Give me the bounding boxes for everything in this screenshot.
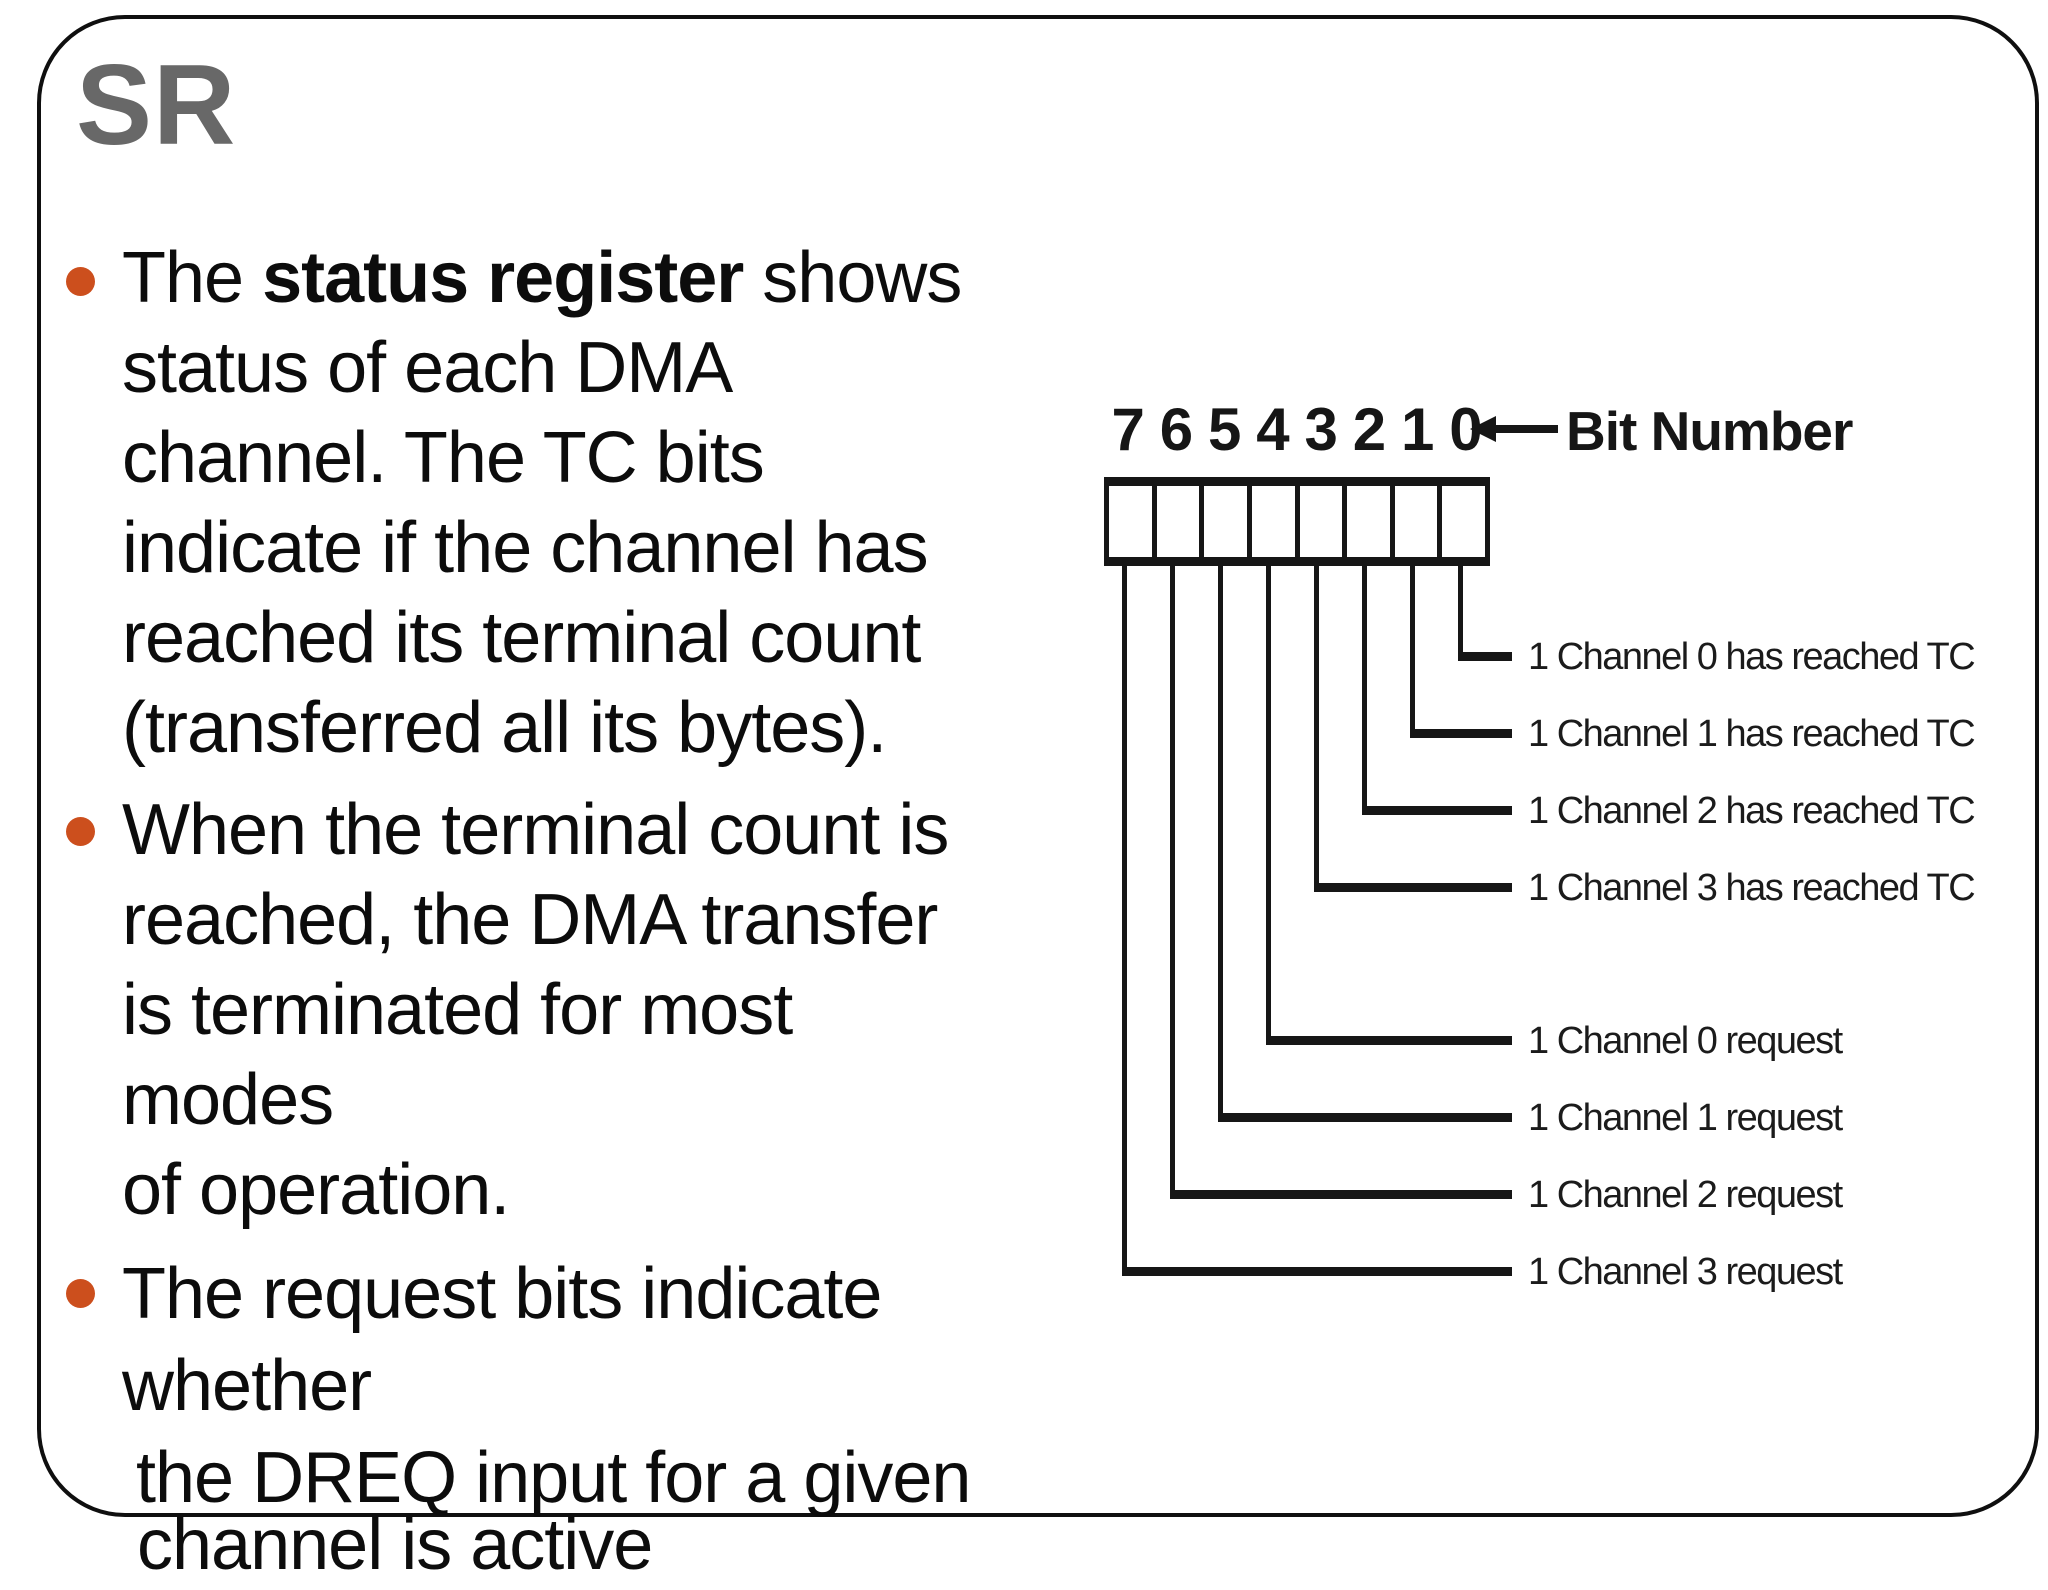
arrow-shaft xyxy=(1494,425,1558,433)
connector-bit0-vertical xyxy=(1458,566,1463,661)
bullet-paragraph-3: The request bits indicate whether the DR… xyxy=(122,1248,971,1524)
page-title: SR xyxy=(76,42,237,169)
bullet2-line3: is terminated for most xyxy=(122,970,793,1050)
bullet1-line2: status of each DMA xyxy=(122,328,733,408)
bullet1-line3: channel. The TC bits xyxy=(122,418,765,498)
left-arrow-icon xyxy=(1470,416,1496,442)
bullet-paragraph-1: The status register shows status of each… xyxy=(122,233,962,773)
connector-bit4-horizontal xyxy=(1266,1036,1512,1045)
bit-number-7: 7 xyxy=(1111,396,1145,463)
slide-page: { "slide": { "title": "SR", "accent_colo… xyxy=(37,15,2039,1585)
connector-bit2-horizontal xyxy=(1362,806,1512,815)
label-channel2-request: 1 Channel 2 request xyxy=(1528,1174,1843,1216)
register-cell-1 xyxy=(1395,486,1443,557)
register-cell-7 xyxy=(1109,486,1157,557)
label-channel1-request: 1 Channel 1 request xyxy=(1528,1097,1843,1139)
connector-bit1-horizontal xyxy=(1410,729,1512,738)
bullet3-line2: whether xyxy=(122,1346,372,1426)
label-channel2-tc: 1 Channel 2 has reached TC xyxy=(1528,790,1976,832)
bullet1-line6: (transferred all its bytes). xyxy=(122,688,887,768)
register-cell-3 xyxy=(1300,486,1348,557)
slide-border xyxy=(37,15,2039,1517)
bit-number-3: 3 xyxy=(1304,396,1338,463)
bit-number-1: 1 xyxy=(1400,396,1435,463)
bullet-dot xyxy=(66,817,95,846)
connector-bit0-horizontal xyxy=(1458,652,1512,661)
bullet-dot xyxy=(66,1279,95,1308)
connector-bit6-horizontal xyxy=(1170,1190,1512,1199)
connector-bit4-vertical xyxy=(1266,566,1271,1045)
label-channel3-request: 1 Channel 3 request xyxy=(1528,1251,1843,1293)
register-cell-2 xyxy=(1347,486,1395,557)
connector-bit6-vertical xyxy=(1170,566,1175,1199)
bit-number-caption: Bit Number xyxy=(1566,400,1853,462)
bullet1-line1-prefix: The xyxy=(122,238,263,318)
label-channel0-tc: 1 Channel 0 has reached TC xyxy=(1528,636,1976,678)
register-cell-5 xyxy=(1204,486,1252,557)
label-channel1-tc: 1 Channel 1 has reached TC xyxy=(1528,713,1976,755)
bullet2-line4: modes xyxy=(122,1060,334,1140)
bullet2-line1: When the terminal count is xyxy=(122,790,949,870)
connector-bit1-vertical xyxy=(1410,566,1415,738)
register-cell-0 xyxy=(1442,486,1485,557)
connector-bit7-vertical xyxy=(1122,566,1127,1276)
register-box xyxy=(1104,477,1490,566)
bullet1-line5: reached its terminal count xyxy=(122,598,921,678)
bit-number-6: 6 xyxy=(1159,396,1194,463)
label-channel3-tc: 1 Channel 3 has reached TC xyxy=(1528,867,1976,909)
bit-number-2: 2 xyxy=(1352,396,1387,463)
connector-bit5-vertical xyxy=(1218,566,1223,1122)
bullet1-line1: The status register shows xyxy=(122,233,962,323)
register-cell-6 xyxy=(1157,486,1205,557)
connector-bit5-horizontal xyxy=(1218,1113,1512,1122)
bullet-dot xyxy=(66,267,95,296)
connector-bit3-vertical xyxy=(1314,566,1319,892)
connector-bit7-horizontal xyxy=(1122,1267,1512,1276)
connector-bit3-horizontal xyxy=(1314,883,1512,892)
bullet3-line3: the DREQ input for a given xyxy=(136,1438,971,1518)
bullet3-line1: The request bits indicate xyxy=(122,1254,882,1334)
bullet1-line4: indicate if the channel has xyxy=(122,508,929,588)
bit-number-4: 4 xyxy=(1256,396,1290,463)
bullet1-line1-bold: status register xyxy=(262,238,744,318)
register-cell-4 xyxy=(1252,486,1300,557)
clipped-text-line: channel is active xyxy=(137,1505,653,1585)
connector-bit2-vertical xyxy=(1362,566,1367,815)
bullet2-line2: reached, the DMA transfer xyxy=(122,880,938,960)
bullet-paragraph-2: When the terminal count is reached, the … xyxy=(122,785,949,1235)
bullet1-line1-suffix: shows xyxy=(743,238,962,318)
bit-number-row: 7 6 5 4 3 2 1 0 xyxy=(1104,398,1490,462)
bit-number-5: 5 xyxy=(1207,396,1242,463)
label-channel0-request: 1 Channel 0 request xyxy=(1528,1020,1843,1062)
bullet2-line5: of operation. xyxy=(122,1150,510,1230)
